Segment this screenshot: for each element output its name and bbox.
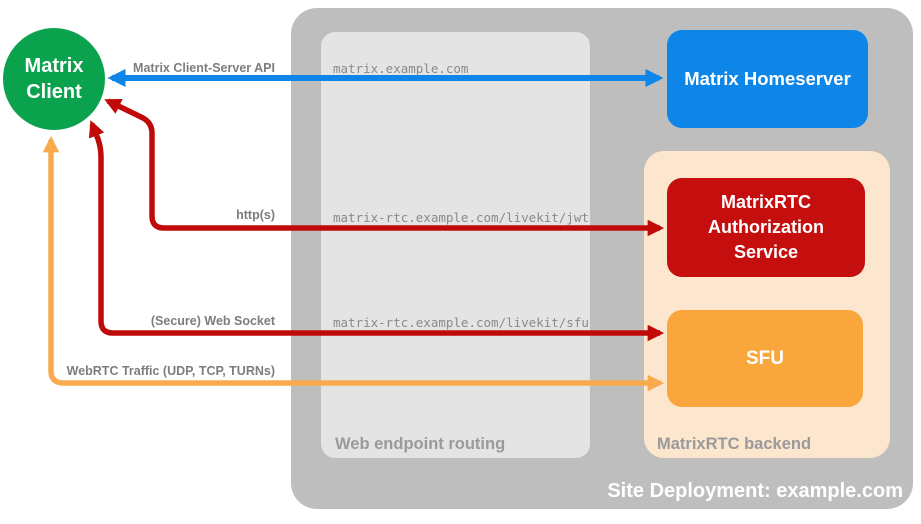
webrtc-traffic-arrow-label: WebRTC Traffic (UDP, TCP, TURNs) [66,364,275,378]
endpoint-matrix-example-com: matrix.example.com [333,61,469,76]
client-server-api-arrow-label: Matrix Client-Server API [133,61,275,75]
matrixrtc-backend-caption: MatrixRTC backend [657,435,812,453]
matrixrtc-authorization-service-node: MatrixRTC Authorization Service [667,178,865,277]
site-deployment-caption: Site Deployment: example.com [607,480,903,502]
websocket-arrow-label: (Secure) Web Socket [150,314,275,328]
matrixrtc-authorization-service-label: MatrixRTC Authorization Service [708,192,824,262]
http-arrow-label: http(s) [236,208,275,222]
sfu-label: SFU [746,347,784,369]
web-endpoint-routing-container [321,32,590,458]
matrix-client-label: Matrix Client [24,54,84,103]
endpoint-livekit-sfu: matrix-rtc.example.com/livekit/sfu [333,315,589,330]
matrix-client-node: Matrix Client [3,28,105,130]
matrix-homeserver-label: Matrix Homeserver [684,68,851,89]
matrix-homeserver-node: Matrix Homeserver [667,30,868,128]
endpoint-livekit-jwt: matrix-rtc.example.com/livekit/jwt [333,210,589,225]
sfu-node: SFU [667,310,863,407]
web-endpoint-routing-caption: Web endpoint routing [335,435,506,453]
